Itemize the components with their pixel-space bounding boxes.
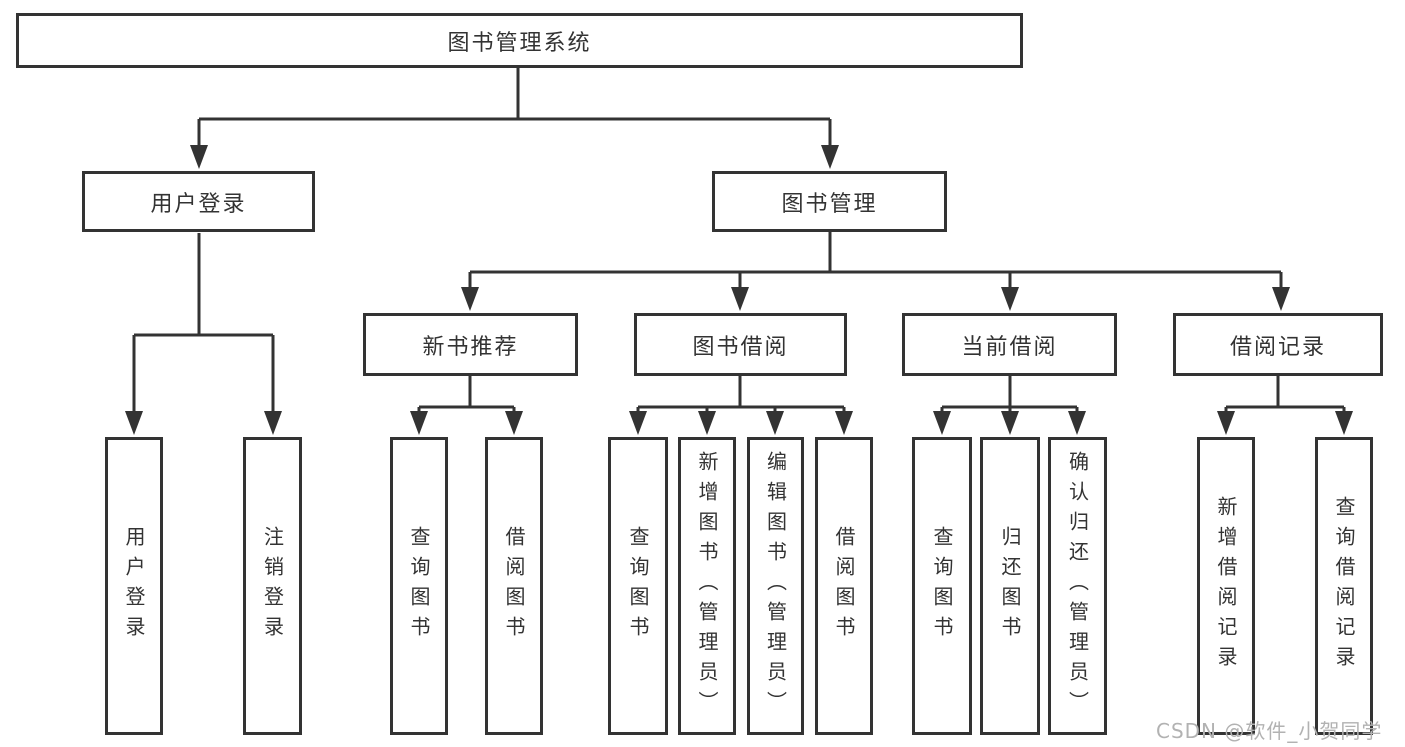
node-user-login: 用户登录 [82,171,315,232]
node-borrow-books-borrowing: 借阅图书 [815,437,873,735]
node-add-borrowing-record: 新增借阅记录 [1197,437,1255,735]
node-label: 编辑图书（管理员） [763,451,788,721]
node-label: 图书管理 [781,191,878,217]
node-add-books-admin: 新增图书（管理员） [678,437,736,735]
node-label: 当前借阅 [961,334,1058,360]
node-new-book-recommendation: 新书推荐 [363,313,578,376]
node-label: 用户登录 [150,191,247,217]
node-edit-books-admin: 编辑图书（管理员） [747,437,804,735]
node-return-books: 归还图书 [980,437,1040,735]
node-confirm-return-admin: 确认归还（管理员） [1048,437,1107,735]
node-label: 借阅图书 [502,526,526,646]
csdn-watermark: CSDN @软件_小贺同学 [1156,719,1383,743]
node-book-management: 图书管理 [712,171,947,232]
node-label: 查询图书 [930,526,954,646]
node-query-books-borrowing: 查询图书 [608,437,668,735]
node-borrow-books-recommendation: 借阅图书 [485,437,543,735]
node-query-books-current: 查询图书 [912,437,972,735]
node-book-borrowing: 图书借阅 [634,313,847,376]
node-logout: 注销登录 [243,437,302,735]
node-query-borrowing-record: 查询借阅记录 [1315,437,1373,735]
node-query-books-recommendation: 查询图书 [390,437,448,735]
node-label: 注销登录 [260,526,285,646]
node-label: 确认归还（管理员） [1065,451,1090,721]
node-current-borrowing: 当前借阅 [902,313,1117,376]
node-label: 借阅记录 [1229,334,1326,360]
node-label: 借阅图书 [832,526,856,646]
node-label: 用户登录 [122,526,146,646]
node-label: 查询图书 [407,526,431,646]
node-label: 查询图书 [626,526,650,646]
node-user-login-action: 用户登录 [105,437,163,735]
node-label: 新书推荐 [422,334,519,360]
node-label: 图书管理系统 [447,30,592,56]
node-label: 新增借阅记录 [1214,496,1238,676]
node-library-management-system: 图书管理系统 [16,13,1023,68]
node-label: 归还图书 [998,526,1022,646]
node-borrowing-records: 借阅记录 [1173,313,1383,376]
node-label: 查询借阅记录 [1332,496,1356,676]
node-label: 图书借阅 [692,334,789,360]
node-label: 新增图书（管理员） [695,451,719,721]
